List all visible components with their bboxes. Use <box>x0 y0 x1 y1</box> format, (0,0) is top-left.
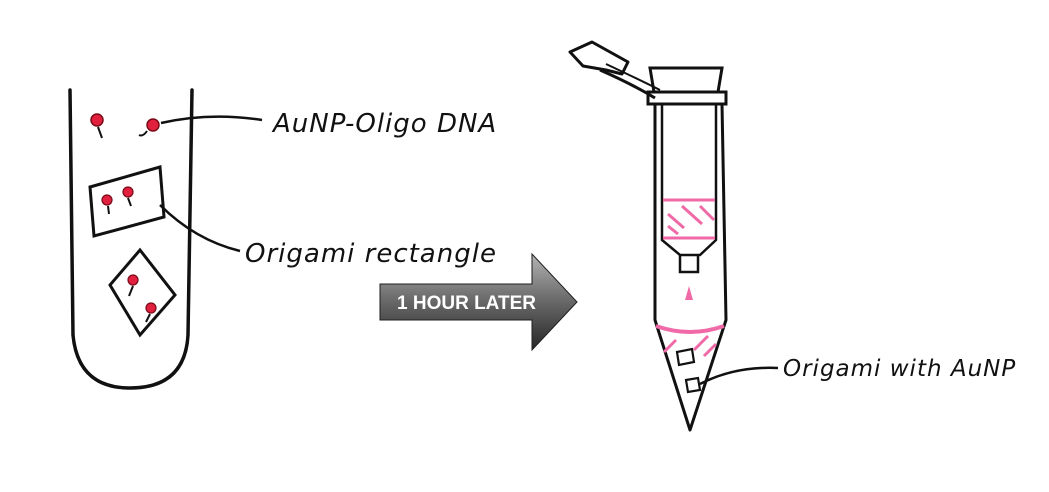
pink-band-bottom <box>655 324 725 358</box>
leader-line-origami-aunp <box>699 366 779 386</box>
arrow-label: 1 HOUR LATER <box>397 293 536 314</box>
arrow-shape <box>379 252 578 352</box>
tube-body <box>653 103 728 432</box>
pink-drop <box>685 286 693 300</box>
leader-line-aunp <box>160 115 263 125</box>
origami-with-aunp-1 <box>675 347 696 367</box>
filter-insert <box>660 104 718 257</box>
leader-line-origami <box>159 204 241 253</box>
free-aunp-particles <box>90 113 160 139</box>
zoomed-tube: AuNP-Oligo DNA Origami rectangle <box>68 88 497 390</box>
origami-rectangle-2 <box>108 247 177 338</box>
tube-rim <box>648 66 724 94</box>
origami-with-aunp-2 <box>684 376 702 394</box>
tube-outline <box>68 88 194 390</box>
origami-rectangle-1 <box>88 165 166 238</box>
label-origami-rectangle: Origami rectangle <box>245 239 497 269</box>
eppendorf-tube: Origami with AuNP <box>568 40 1016 432</box>
pink-band-filter <box>663 198 716 240</box>
label-aunp-oligo: AuNP-Oligo DNA <box>271 109 497 139</box>
time-arrow: 1 HOUR LATER <box>379 252 578 352</box>
tube-cap <box>568 40 630 76</box>
label-origami-with-aunp: Origami with AuNP <box>783 356 1016 382</box>
